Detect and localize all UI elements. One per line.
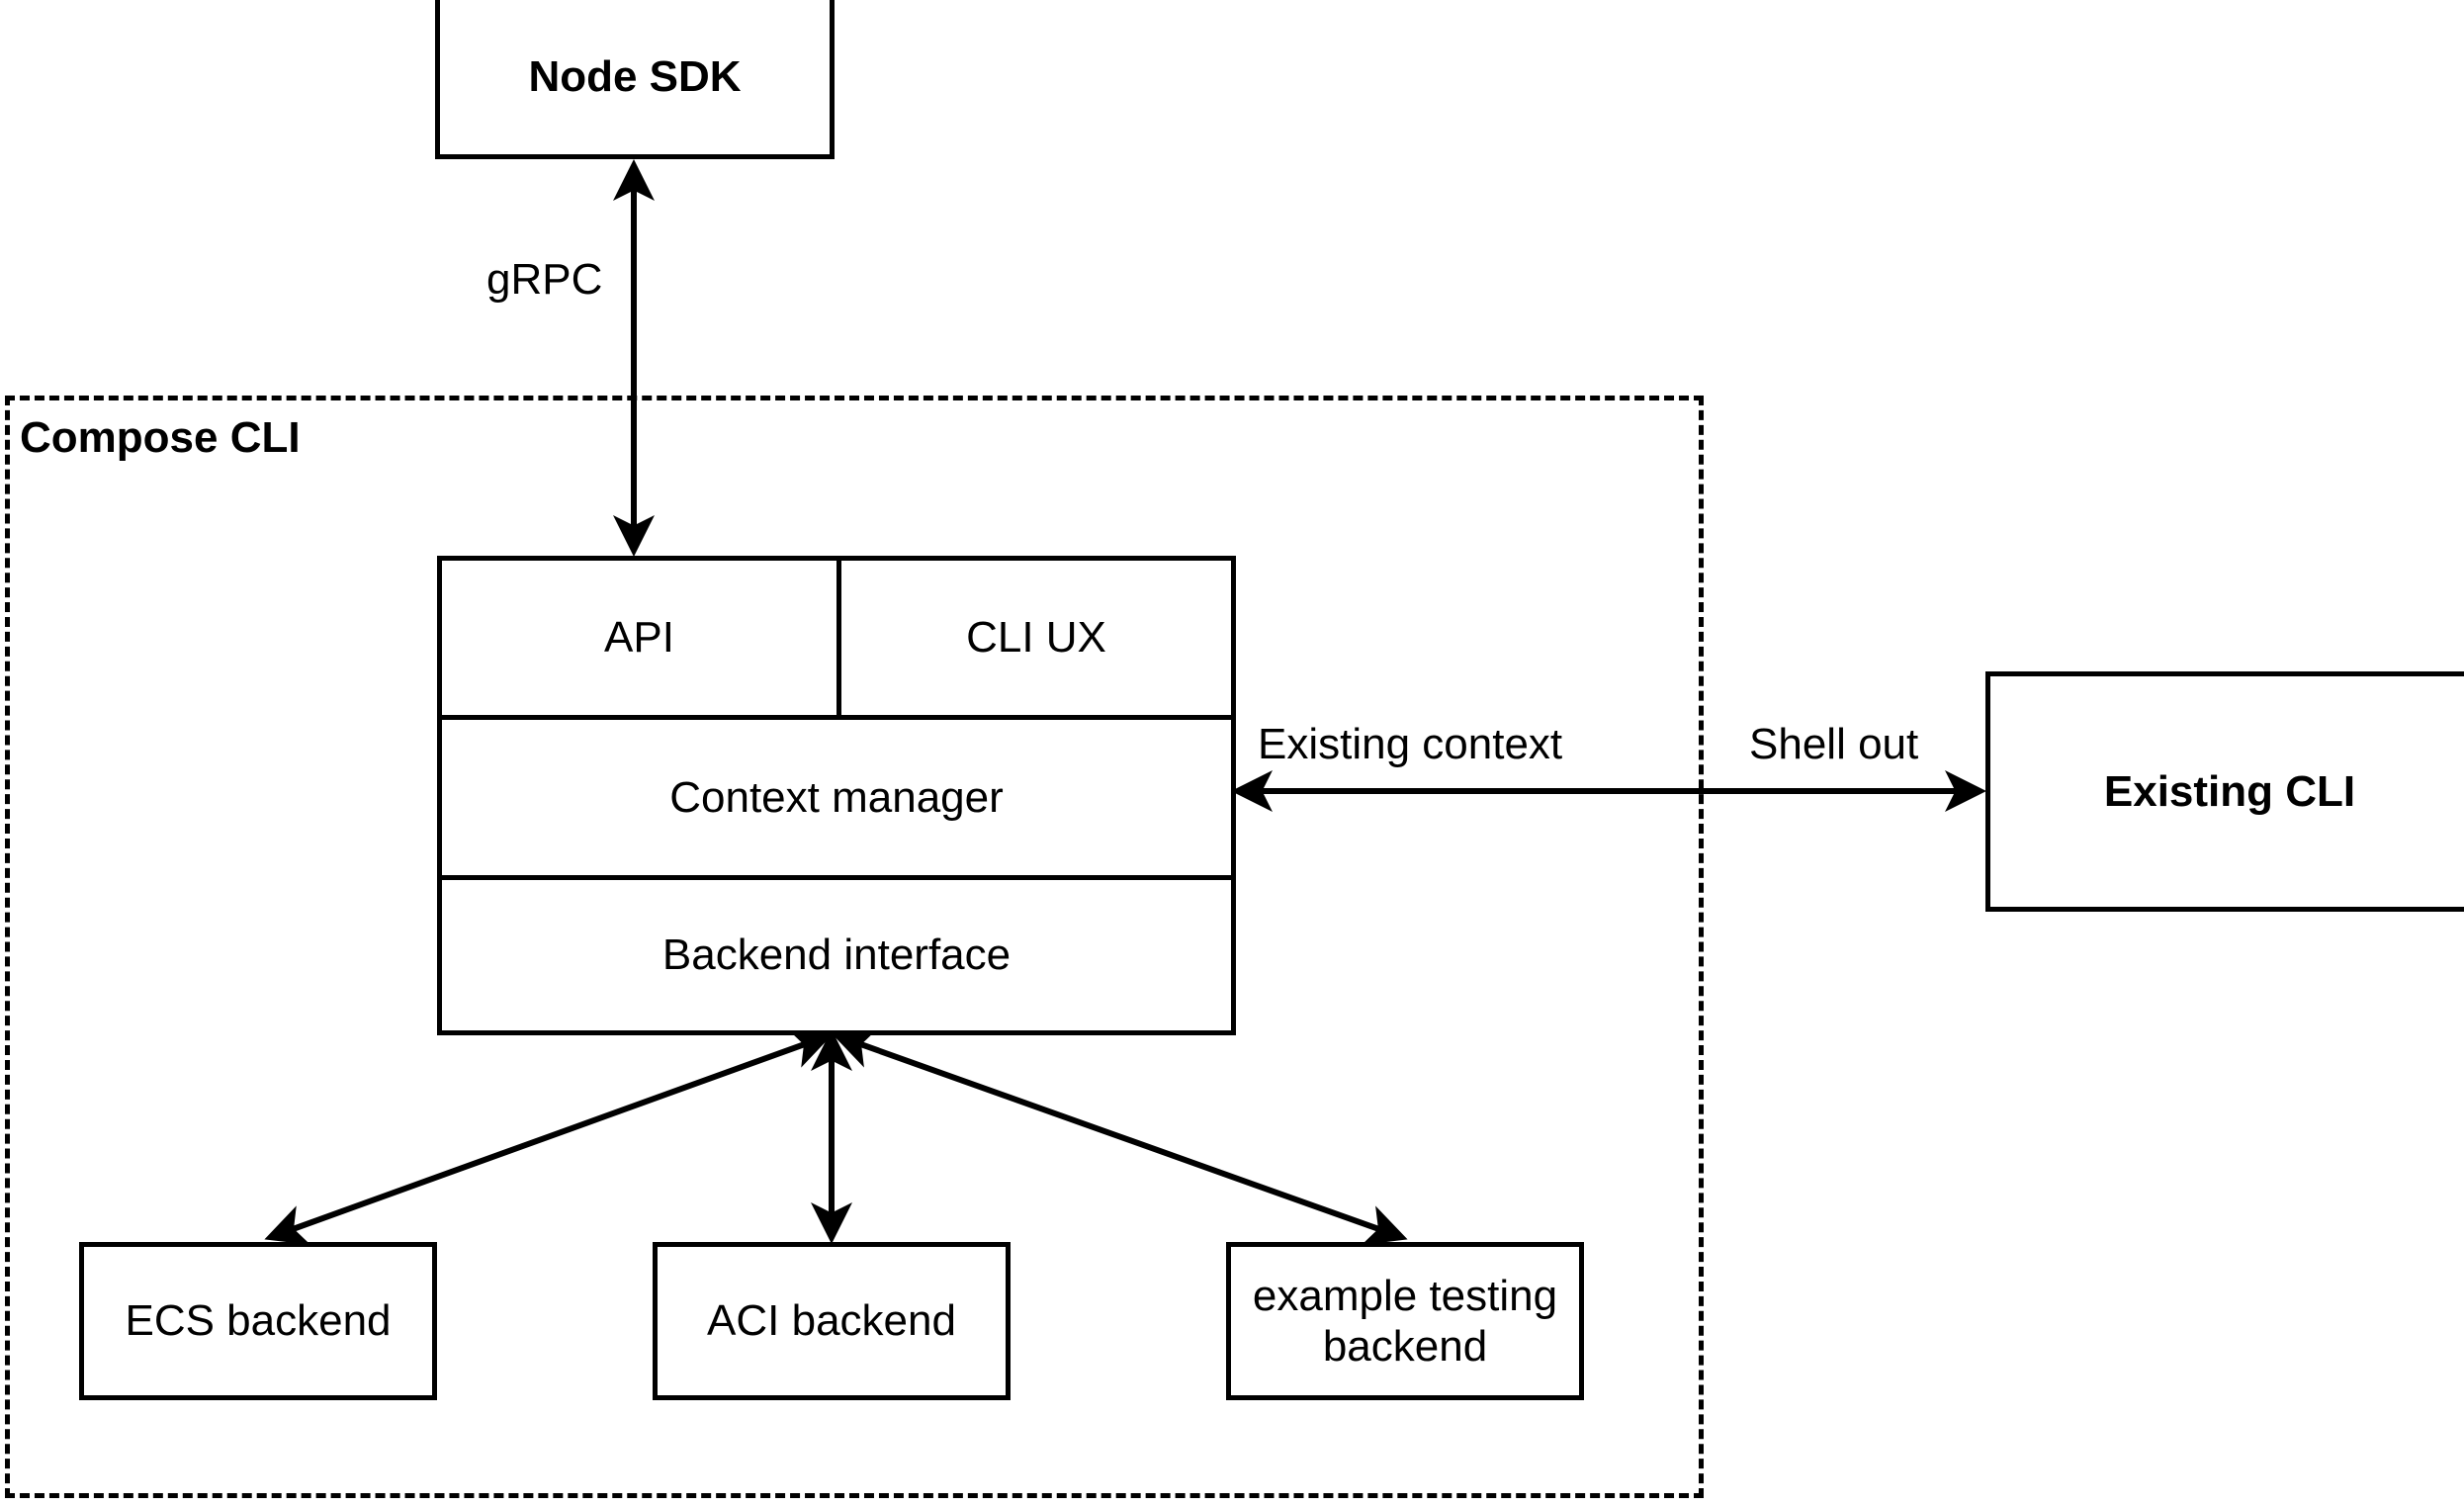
- aci-backend-label: ACI backend: [707, 1296, 956, 1346]
- api-cell[interactable]: API: [442, 561, 836, 715]
- node-sdk-box[interactable]: Node SDK: [435, 0, 835, 159]
- example-testing-backend-label-line2: backend: [1322, 1322, 1488, 1371]
- ecs-backend-label: ECS backend: [125, 1296, 392, 1346]
- connector-backend-to-example-testing: [832, 1027, 1408, 1246]
- node-sdk-label: Node SDK: [528, 52, 742, 102]
- ecs-backend-box[interactable]: ECS backend: [79, 1242, 437, 1400]
- existing-cli-label: Existing CLI: [2103, 766, 2356, 816]
- compose-cli-group-label: Compose CLI: [20, 413, 301, 462]
- connector-backend-to-ecs: [264, 1028, 834, 1245]
- context-manager-cell: Context manager: [442, 720, 1231, 875]
- shell-out-edge-label: Shell out: [1745, 720, 1923, 769]
- backend-interface-label: Backend interface: [661, 931, 1012, 980]
- compose-cli-group-boundary: [5, 396, 1704, 1498]
- api-label: API: [604, 613, 674, 663]
- context-manager-row[interactable]: Context manager: [442, 715, 1231, 875]
- backend-interface-row[interactable]: Backend interface: [442, 875, 1231, 1030]
- grpc-edge-label: gRPC: [483, 255, 607, 305]
- example-testing-backend-label-line1: example testing: [1252, 1271, 1558, 1320]
- existing-context-edge-label: Existing context: [1254, 720, 1567, 769]
- existing-cli-box[interactable]: Existing CLI: [1985, 671, 2464, 912]
- backend-interface-cell: Backend interface: [442, 880, 1231, 1030]
- example-testing-backend-box[interactable]: example testing backend: [1226, 1242, 1584, 1400]
- api-cliux-row: API CLI UX: [442, 561, 1231, 715]
- cli-ux-cell[interactable]: CLI UX: [836, 561, 1231, 715]
- context-manager-label: Context manager: [669, 772, 1004, 822]
- aci-backend-box[interactable]: ACI backend: [653, 1242, 1011, 1400]
- cli-ux-label: CLI UX: [966, 613, 1106, 663]
- compose-cli-core-stack: API CLI UX Context manager Backend inter…: [437, 556, 1236, 1035]
